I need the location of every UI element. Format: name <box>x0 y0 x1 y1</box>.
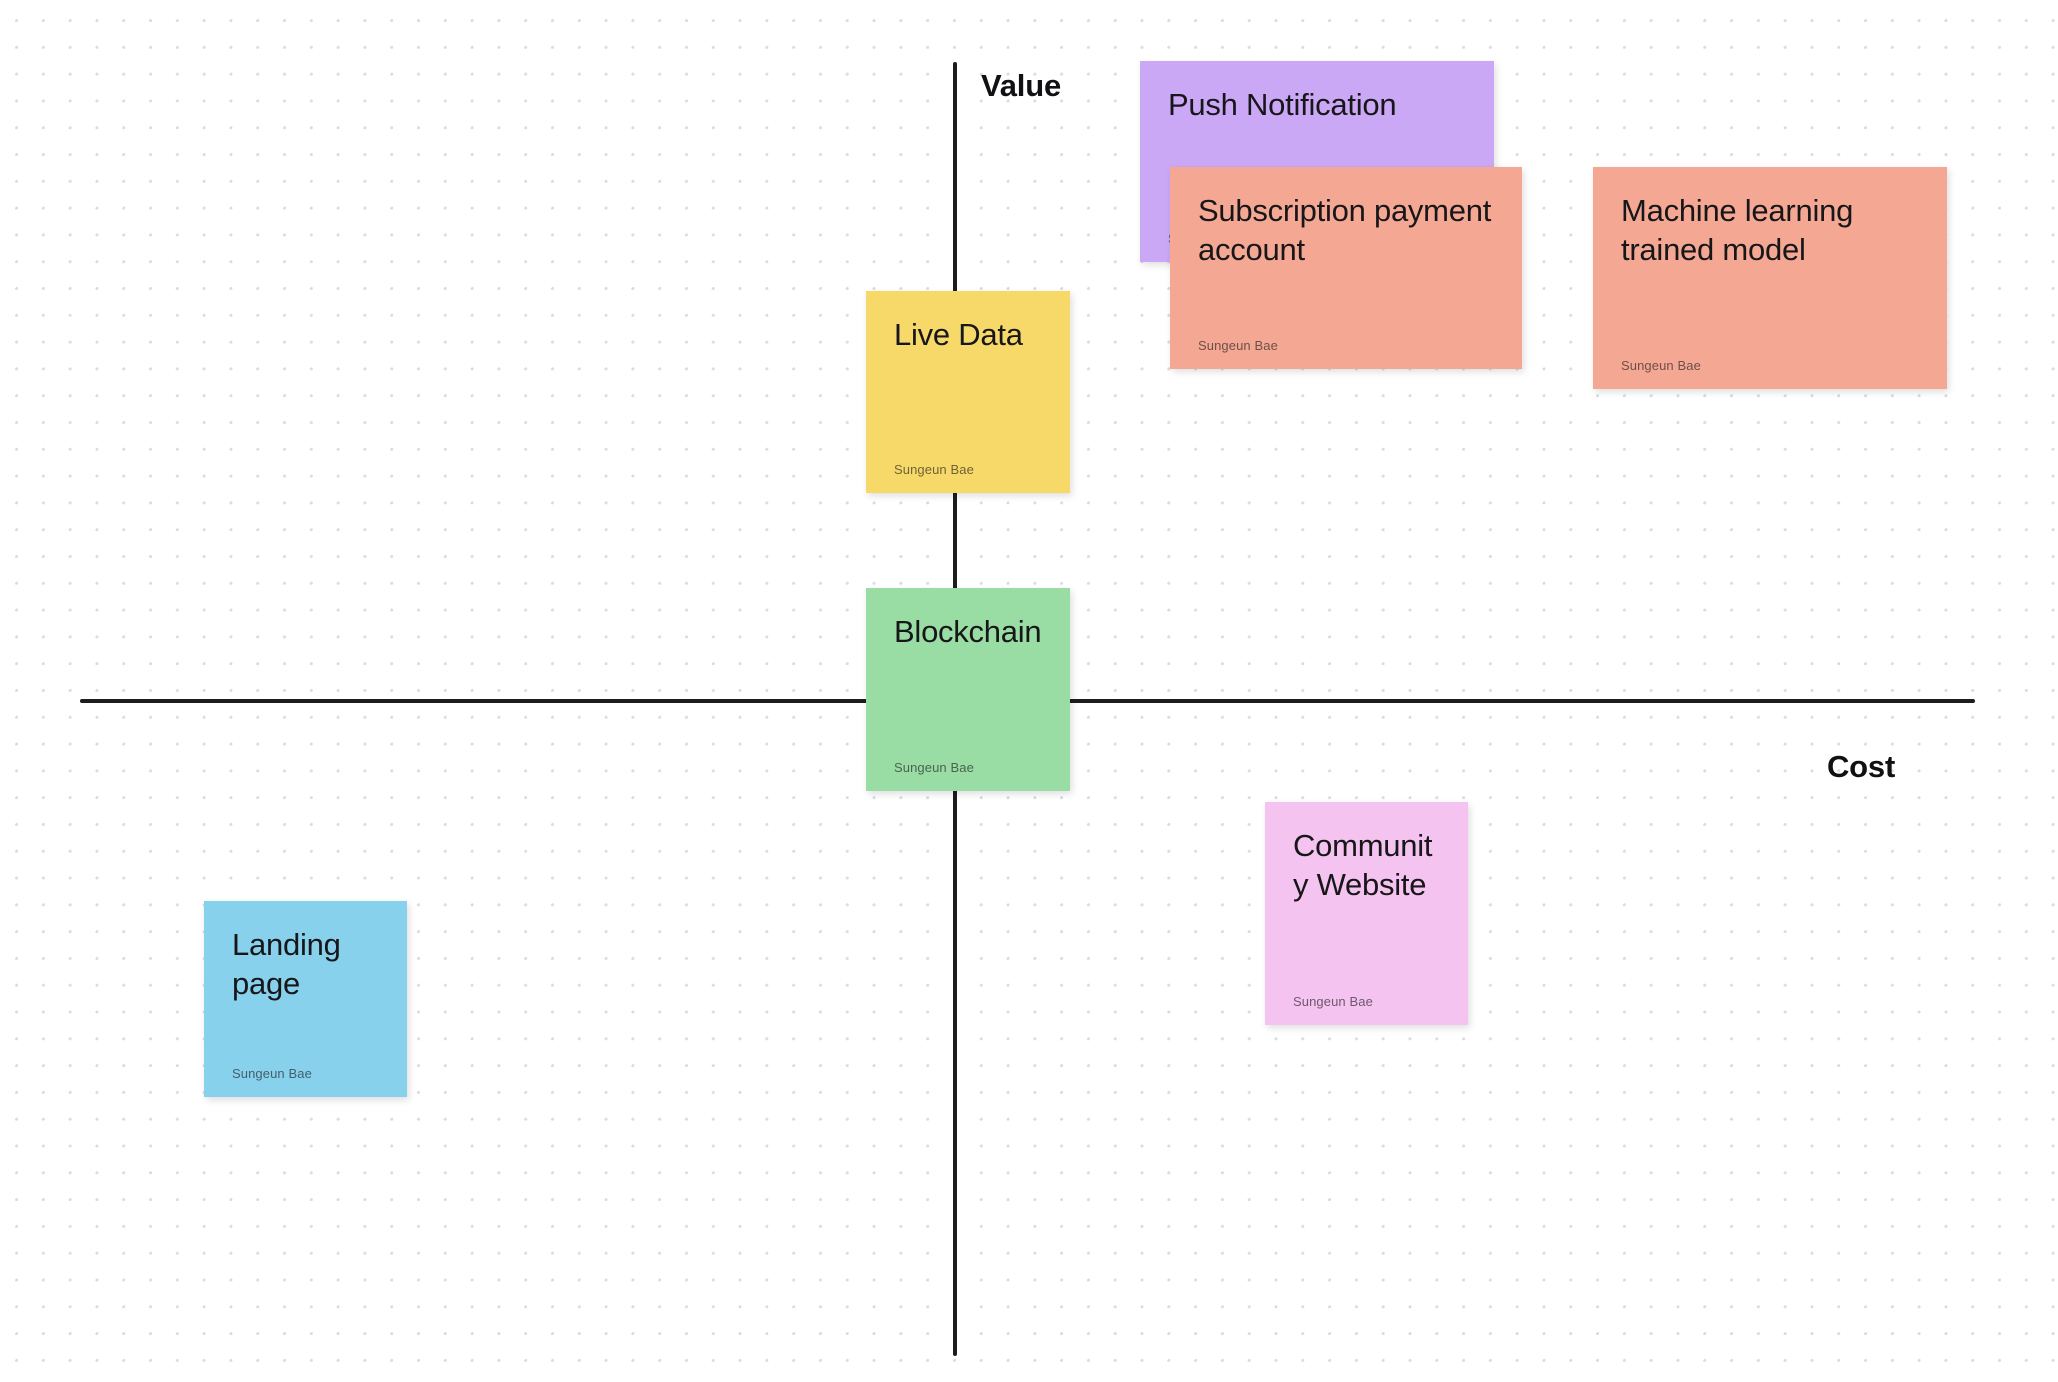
cost-axis-label: Cost <box>1827 749 1896 784</box>
sticky-note-author: Sungeun Bae <box>232 1066 312 1081</box>
sticky-note-author: Sungeun Bae <box>1293 994 1373 1009</box>
sticky-note-text: Push Notification <box>1168 87 1397 122</box>
sticky-note-text: Machine learning trained model <box>1621 193 1862 268</box>
sticky-note-text: Landing page <box>232 927 349 1002</box>
sticky-note-text: Subscription payment account <box>1198 193 1500 268</box>
value-axis-label: Value <box>981 68 1061 103</box>
sticky-note-author: Sungeun Bae <box>894 462 974 477</box>
sticky-note-author: Sungeun Bae <box>1198 338 1278 353</box>
sticky-note-text: Live Data <box>894 317 1023 352</box>
sticky-note-author: Sungeun Bae <box>1621 358 1701 373</box>
sticky-note-author: Sungeun Bae <box>894 760 974 775</box>
sticky-note-text: Community Website <box>1293 828 1433 903</box>
sticky-note-text: Blockchain <box>894 614 1042 649</box>
